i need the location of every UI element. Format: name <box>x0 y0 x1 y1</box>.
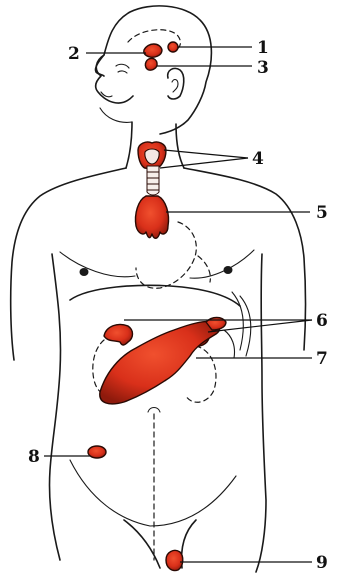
eye <box>116 64 129 73</box>
thymus <box>135 196 168 238</box>
torso-left <box>49 254 60 560</box>
left-pectoral <box>60 252 135 277</box>
label-8: 8 <box>28 447 40 467</box>
leader-4a <box>164 150 248 158</box>
abdomen-outline <box>70 285 240 306</box>
leader-4b <box>160 158 248 168</box>
number-labels: 1 2 3 4 5 6 7 8 9 <box>28 38 328 573</box>
pineal-gland <box>168 42 178 52</box>
thyroid-cartilage <box>145 149 159 164</box>
label-4: 4 <box>252 149 264 169</box>
neck-right <box>176 124 184 168</box>
right-nipple <box>224 266 233 274</box>
ear <box>168 68 184 99</box>
body-outline <box>11 6 306 572</box>
label-3: 3 <box>257 58 269 78</box>
pituitary-gland <box>145 58 157 70</box>
chin <box>100 92 132 122</box>
left-adrenal-gland <box>104 324 133 345</box>
label-5: 5 <box>316 203 328 223</box>
ovary <box>88 446 106 458</box>
label-9: 9 <box>316 553 328 573</box>
neck-left <box>126 122 132 168</box>
testis <box>166 550 183 570</box>
label-6: 6 <box>316 311 328 331</box>
torso-right <box>256 254 266 572</box>
spine-top <box>148 408 160 413</box>
label-2: 2 <box>68 44 80 64</box>
left-nipple <box>80 268 89 276</box>
leader-lines <box>44 47 312 562</box>
groin-left <box>124 520 160 568</box>
hypothalamus <box>144 44 162 57</box>
right-pectoral <box>190 250 254 278</box>
ribs <box>224 292 251 358</box>
glands <box>88 42 226 571</box>
pelvis-line <box>70 460 236 526</box>
label-7: 7 <box>316 349 328 369</box>
label-1: 1 <box>257 38 269 58</box>
trachea <box>147 166 159 195</box>
groin-right <box>182 520 196 568</box>
ear-inner <box>172 80 178 92</box>
